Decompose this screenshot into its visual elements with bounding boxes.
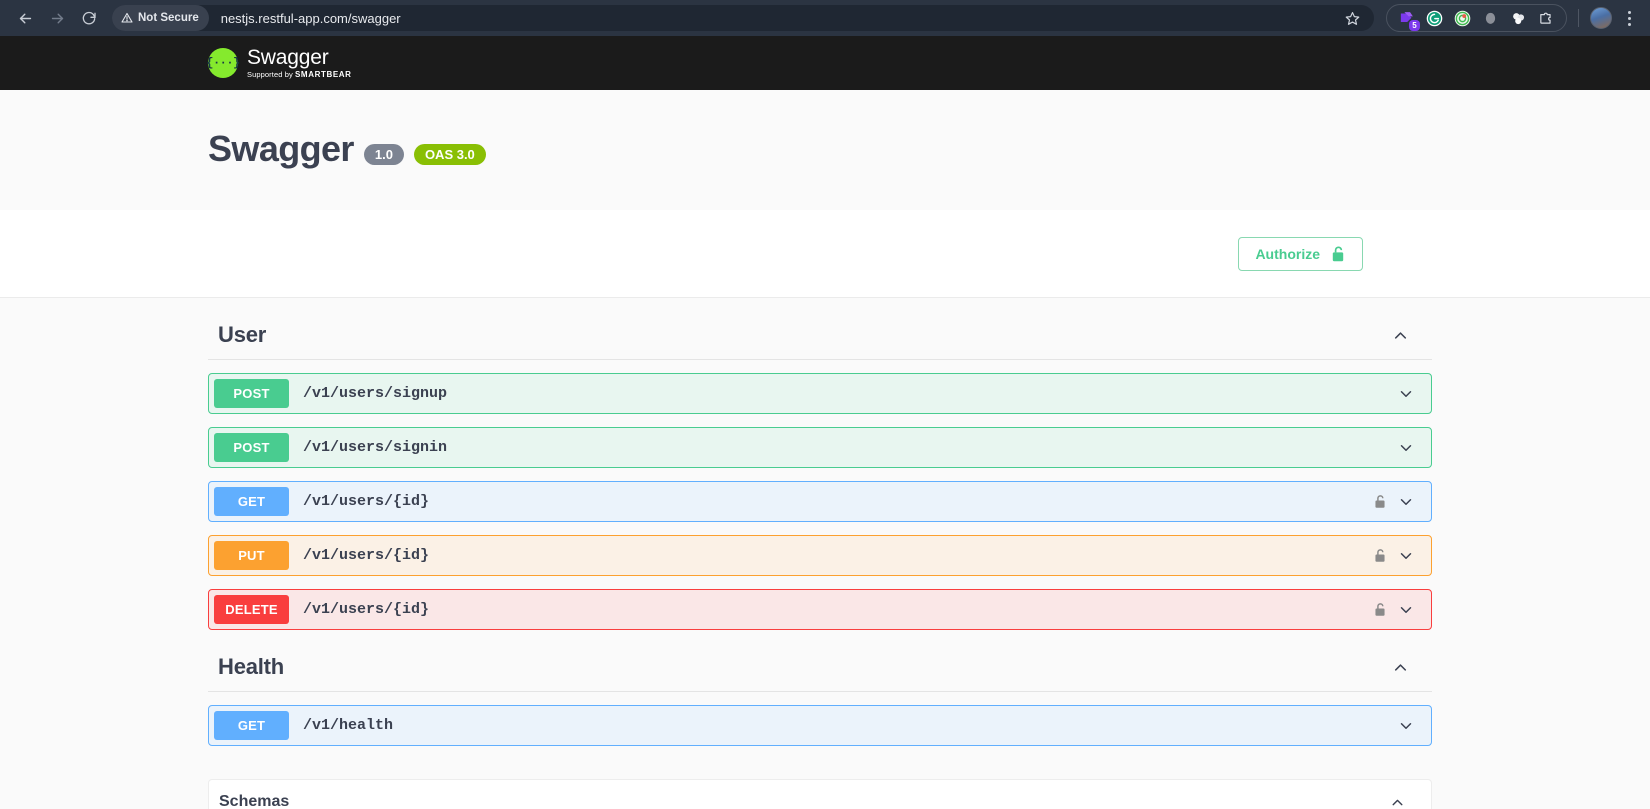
operation-path: /v1/users/{id} xyxy=(303,547,430,564)
oas-version-badge: OAS 3.0 xyxy=(413,144,486,165)
tag-name: User xyxy=(218,322,267,347)
chevron-up-icon[interactable] xyxy=(1389,794,1406,809)
api-version-badge: 1.0 xyxy=(363,144,404,165)
operation-delete-users-id[interactable]: DELETE /v1/users/{id} xyxy=(208,589,1432,630)
chevron-down-icon[interactable] xyxy=(1397,385,1415,403)
swagger-topbar: {···} Swagger Supported by SMARTBEAR xyxy=(0,36,1650,90)
method-badge: PUT xyxy=(214,541,289,570)
method-badge: GET xyxy=(214,711,289,740)
browser-toolbar: Not Secure nestjs.restful-app.com/swagge… xyxy=(0,0,1650,36)
chevron-up-icon[interactable] xyxy=(1391,658,1410,677)
tag-section-user: User POST /v1/users/signup POST /v1/user… xyxy=(208,314,1432,630)
operation-post-users-signup[interactable]: POST /v1/users/signup xyxy=(208,373,1432,414)
tag-header-health[interactable]: Health xyxy=(208,646,1432,692)
puzzle-extensions-icon[interactable] xyxy=(1538,10,1555,27)
api-title-text: Swagger xyxy=(208,128,354,169)
chevron-down-icon[interactable] xyxy=(1397,547,1415,565)
tag-section-health: Health GET /v1/health xyxy=(208,646,1432,746)
operation-path: /v1/users/signin xyxy=(303,439,448,456)
tag-name: Health xyxy=(218,654,285,679)
operation-path: /v1/users/{id} xyxy=(303,601,430,618)
swagger-braces-icon: {···} xyxy=(206,48,240,78)
chevron-down-icon[interactable] xyxy=(1397,493,1415,511)
security-label: Not Secure xyxy=(138,12,199,24)
toolbar-divider xyxy=(1578,9,1579,27)
method-badge: POST xyxy=(214,433,289,462)
chevron-down-icon[interactable] xyxy=(1397,717,1415,735)
reload-button[interactable] xyxy=(74,3,104,33)
method-badge: GET xyxy=(214,487,289,516)
arrow-right-icon xyxy=(51,13,63,23)
arrow-left-icon xyxy=(19,13,31,23)
gray-extension-icon[interactable] xyxy=(1482,10,1499,27)
api-info-band: Swagger 1.0 OAS 3.0 xyxy=(0,90,1650,210)
operation-path: /v1/users/{id} xyxy=(303,493,430,510)
operation-path: /v1/users/signup xyxy=(303,385,448,402)
method-badge: DELETE xyxy=(214,595,289,624)
warning-triangle-icon xyxy=(121,12,133,23)
swagger-logo-subtitle: Supported by SMARTBEAR xyxy=(247,70,352,79)
chevron-down-icon[interactable] xyxy=(1397,601,1415,619)
operation-post-users-signin[interactable]: POST /v1/users/signin xyxy=(208,427,1432,468)
page-title: Swagger 1.0 OAS 3.0 xyxy=(208,128,1650,170)
swagger-logo[interactable]: {···} Swagger Supported by SMARTBEAR xyxy=(206,46,352,79)
authorize-button[interactable]: Authorize xyxy=(1238,236,1363,271)
operation-put-users-id[interactable]: PUT /v1/users/{id} xyxy=(208,535,1432,576)
schemas-title: Schemas xyxy=(219,793,290,809)
chevron-up-icon[interactable] xyxy=(1391,326,1410,345)
star-icon xyxy=(1345,11,1360,25)
lock-icon[interactable] xyxy=(1373,547,1387,564)
address-bar[interactable]: Not Secure nestjs.restful-app.com/swagge… xyxy=(112,5,1374,31)
target-extension-icon[interactable] xyxy=(1454,10,1471,27)
operation-get-users-id[interactable]: GET /v1/users/{id} xyxy=(208,481,1432,522)
lock-icon[interactable] xyxy=(1373,493,1387,510)
operation-path: /v1/health xyxy=(303,717,394,734)
extensions-pill: 5 xyxy=(1386,4,1567,32)
purple-extension-icon[interactable]: 5 xyxy=(1398,10,1420,31)
schemas-header[interactable]: Schemas xyxy=(209,780,1431,809)
security-indicator[interactable]: Not Secure xyxy=(112,5,209,31)
chevron-down-icon[interactable] xyxy=(1397,439,1415,457)
swagger-logo-name: Swagger xyxy=(247,46,329,69)
authorize-label: Authorize xyxy=(1255,245,1320,262)
avatar[interactable] xyxy=(1590,7,1612,29)
schemas-section: Schemas SignupRequestDto xyxy=(208,779,1432,809)
reload-icon xyxy=(82,11,96,25)
kebab-menu-icon[interactable] xyxy=(1618,5,1640,31)
url-text: nestjs.restful-app.com/swagger xyxy=(220,10,401,26)
forward-button[interactable] xyxy=(42,3,72,33)
lock-icon[interactable] xyxy=(1373,601,1387,618)
extension-badge-count: 5 xyxy=(1409,19,1420,31)
swagger-operations: User POST /v1/users/signup POST /v1/user… xyxy=(0,314,1650,809)
unlock-icon xyxy=(1330,245,1346,263)
method-badge: POST xyxy=(214,379,289,408)
operation-get-health[interactable]: GET /v1/health xyxy=(208,705,1432,746)
bookmark-button[interactable] xyxy=(1345,11,1360,26)
tag-header-user[interactable]: User xyxy=(208,314,1432,360)
scheme-container: Authorize xyxy=(0,210,1650,298)
cluster-extension-icon[interactable] xyxy=(1510,10,1527,27)
back-button[interactable] xyxy=(10,3,40,33)
grammarly-extension-icon[interactable] xyxy=(1426,10,1443,27)
